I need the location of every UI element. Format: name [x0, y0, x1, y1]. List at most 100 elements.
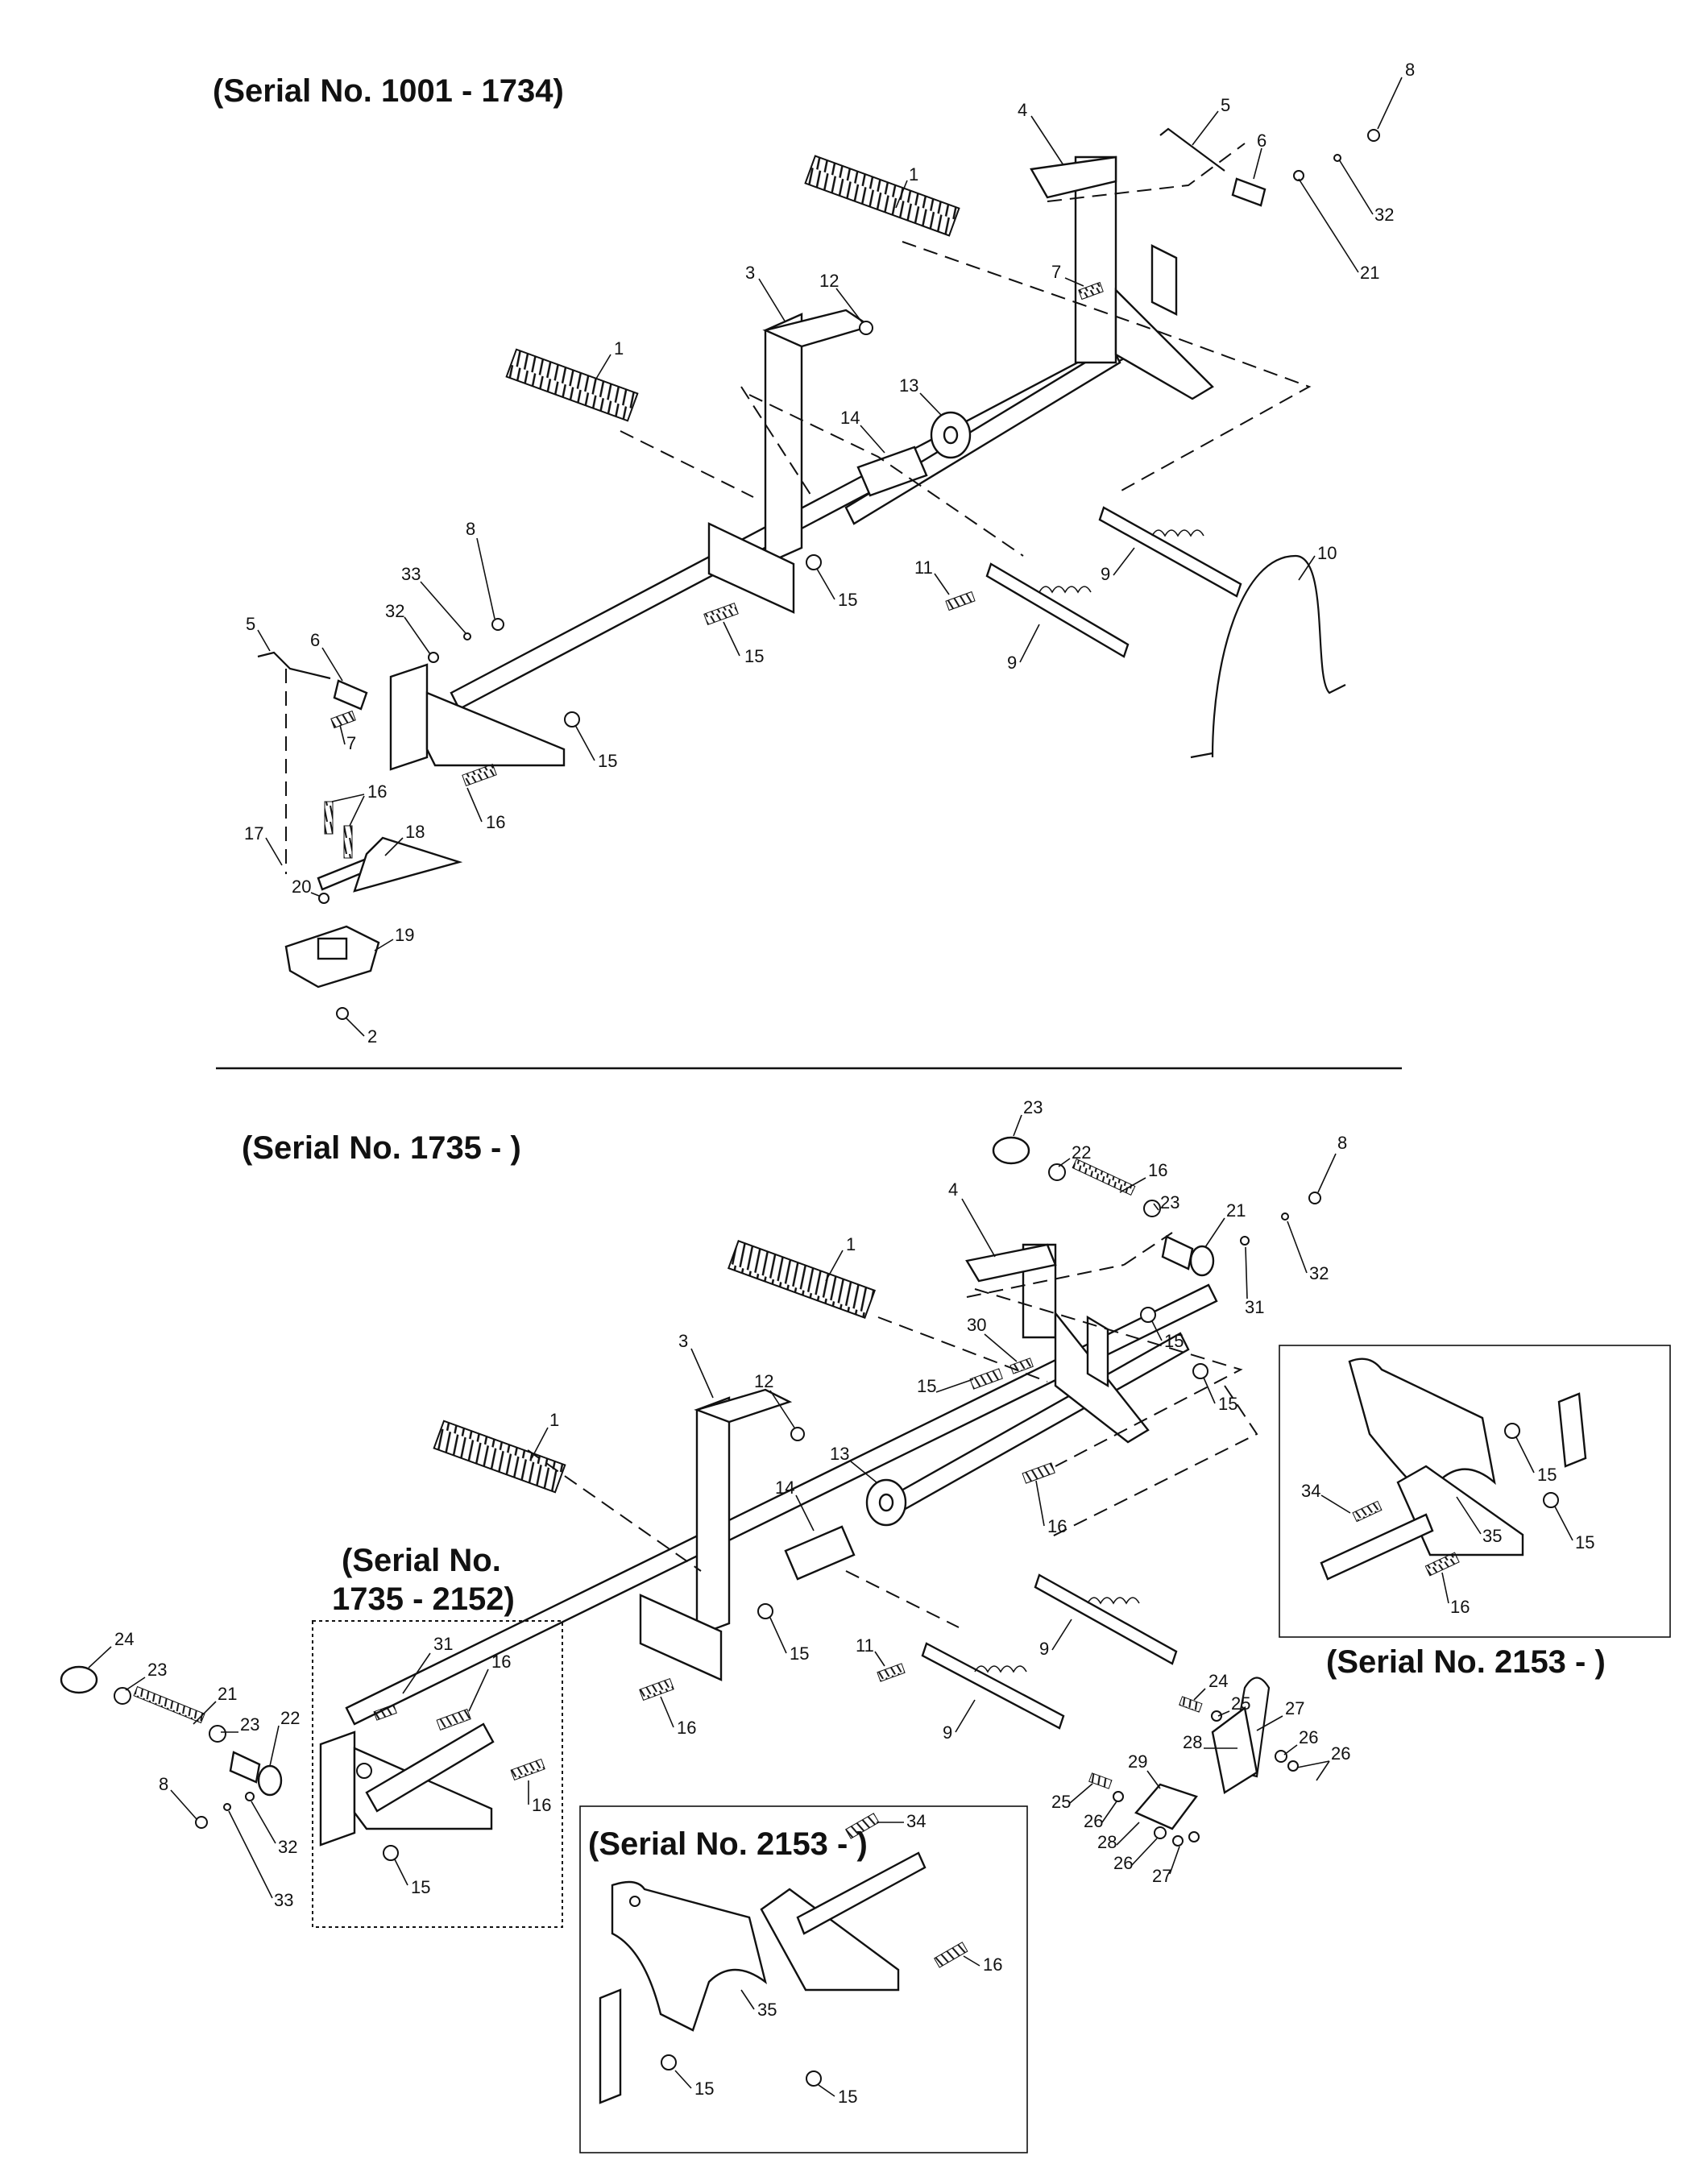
inset-left: (Serial No. 1735 - 2152) 15 16 16	[312, 1543, 563, 1928]
top-nut-12	[859, 321, 873, 335]
callout-16: 15	[744, 646, 764, 666]
top-nut-21	[318, 893, 330, 904]
callout-5: 5	[246, 614, 255, 634]
inset-bottom-callout-16: 16	[983, 1954, 1002, 1975]
callout-23: 23	[240, 1714, 259, 1735]
top-arm-3	[764, 313, 803, 566]
inset-bottom-callout-34: 34	[906, 1811, 926, 1831]
top-rear-shaft	[844, 345, 1121, 525]
callout-6: 6	[310, 630, 320, 650]
top-clevis-6b	[1231, 177, 1266, 207]
callout-28: 28	[1097, 1832, 1117, 1852]
bottom-arm-4-pad	[965, 1243, 1057, 1283]
callout-1: 1	[549, 1410, 559, 1430]
bottom-rack-9b	[1034, 1573, 1178, 1665]
bottom-assembly	[60, 1136, 1321, 1847]
top-rod-5b	[1159, 127, 1225, 172]
bottom-bolt-11	[877, 1663, 906, 1682]
bottom-spring-1-upper	[727, 1240, 877, 1319]
callout-7: 7	[1051, 262, 1061, 282]
callout-9: 9	[943, 1722, 952, 1743]
callout-1: 1	[909, 164, 918, 184]
callout-8: 8	[159, 1774, 168, 1794]
callout-32: 21	[1360, 263, 1379, 283]
bottom-spring-1-lower	[433, 1420, 566, 1494]
callout-2: 2	[367, 1026, 377, 1047]
bottom-rack-9a	[921, 1642, 1065, 1730]
callout-1: 1	[614, 338, 624, 359]
callout-28: 27	[1285, 1698, 1304, 1718]
callout-15: 15	[838, 590, 857, 610]
bottom-plate-28	[1211, 1706, 1258, 1794]
callout-32: 32	[278, 1837, 297, 1857]
callout-22: 21	[1226, 1200, 1246, 1221]
inset-right-callout-34: 34	[1301, 1481, 1320, 1501]
inset-right-callout-15: 15	[1537, 1465, 1557, 1485]
callout-3: 3	[745, 263, 755, 283]
callout-26: 26	[1299, 1727, 1318, 1747]
callout-15: 15	[790, 1644, 809, 1664]
top-left-bracket	[389, 663, 429, 771]
callout-11: 11	[856, 1635, 874, 1656]
top-spring-1-lower	[505, 348, 639, 422]
callout-21: 16	[1148, 1160, 1167, 1180]
bottom-bolt-25a	[1179, 1696, 1203, 1713]
callout-4: 4	[948, 1179, 958, 1200]
top-assembly	[257, 127, 1380, 1020]
callout-16: 16	[1047, 1516, 1067, 1536]
callout-22: 22	[280, 1708, 300, 1728]
bottom-section-title: (Serial No. 1735 - )	[242, 1130, 521, 1166]
callout-17: 16	[367, 781, 387, 802]
callout-14: 14	[840, 408, 860, 428]
callout-15: 15	[1218, 1394, 1237, 1414]
bottom-spacer-22	[1161, 1235, 1194, 1270]
callout-5: 5	[1221, 95, 1230, 115]
top-callouts: 1 1 2 3 4 5 5 6 6 7 7 8 8 9 9 10 11 12	[244, 60, 1415, 1047]
top-part-10	[1211, 554, 1346, 758]
top-bolt-17a	[324, 801, 334, 835]
inset-bottom: (Serial No. 2153 - ) 34 16 35 15 15	[579, 1805, 1028, 2153]
top-tube-14	[856, 446, 928, 497]
bottom-threaded-rod-21-left	[133, 1685, 205, 1724]
callout-26: 26	[1084, 1811, 1103, 1831]
callout-21: 20	[292, 877, 311, 897]
callout-9: 9	[1007, 653, 1017, 673]
top-nut-15a	[806, 554, 822, 570]
callout-24: 23	[1023, 1097, 1043, 1117]
callout-23: 23	[147, 1660, 167, 1680]
inset-right-callout-35: 35	[1482, 1526, 1502, 1546]
bottom-bolt-31	[1009, 1358, 1034, 1374]
callout-27: 27	[1152, 1866, 1171, 1886]
callout-31: 30	[967, 1315, 986, 1335]
inset-left-callout-16: 16	[532, 1795, 551, 1815]
top-spring-1-upper	[804, 155, 960, 237]
callout-10: 10	[1317, 543, 1337, 563]
callout-13: 13	[830, 1444, 849, 1464]
bottom-tab-4	[1086, 1315, 1109, 1388]
callout-27: 26	[1331, 1743, 1350, 1764]
bottom-spacer-22-left	[229, 1751, 261, 1784]
inset-right-callout-15: 15	[1575, 1532, 1594, 1552]
callout-30: 29	[1128, 1751, 1147, 1772]
callout-24: 24	[114, 1629, 134, 1649]
callout-1: 1	[846, 1234, 856, 1254]
callout-20: 19	[395, 925, 414, 945]
callout-32: 31	[1245, 1297, 1264, 1317]
top-nut-8b	[1367, 129, 1380, 142]
bottom-nut-15c	[1192, 1363, 1208, 1379]
inset-bottom-title: (Serial No. 2153 - )	[588, 1826, 868, 1862]
inset-right-box	[1279, 1345, 1671, 1638]
top-bolt-16a	[703, 602, 739, 626]
top-bolt-11	[945, 591, 976, 611]
callout-29: 28	[1183, 1732, 1202, 1752]
callout-33: 33	[274, 1890, 293, 1910]
top-clevis-6	[333, 679, 368, 711]
bottom-nut-15b	[1140, 1307, 1156, 1323]
callout-31: 31	[433, 1634, 453, 1654]
inset-left-title-line1: (Serial No.	[342, 1543, 501, 1578]
bottom-bolt-25b	[1088, 1772, 1113, 1789]
callout-21: 21	[218, 1684, 237, 1704]
top-rack-9a	[985, 562, 1130, 658]
bottom-nut-15a	[757, 1603, 773, 1619]
top-nut-2	[336, 1007, 349, 1020]
